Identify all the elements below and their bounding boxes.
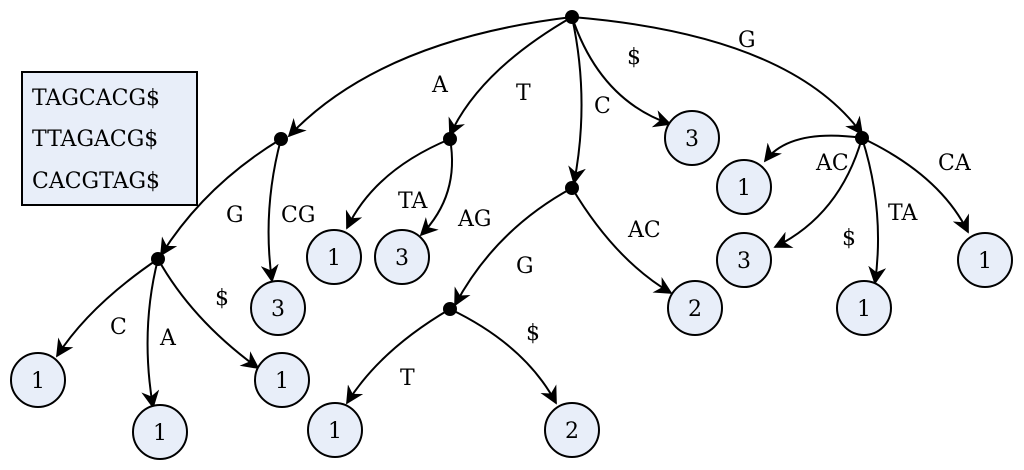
edge-label-c: C (594, 94, 611, 119)
edge-label-g-ta: TA (888, 201, 918, 226)
leaf-label: 1 (153, 421, 167, 446)
edge-label-c-g: G (516, 254, 534, 279)
edge-cg-t (346, 308, 451, 405)
legend-string-1: TAGCACG$ (32, 86, 160, 111)
legend-box (21, 71, 198, 206)
leaf-label: 3 (685, 127, 699, 152)
edge-t-ta (345, 138, 451, 230)
root-node (565, 10, 579, 24)
edge-c-ac (571, 187, 673, 294)
edge-label-ag-c: C (110, 315, 127, 340)
leaf-ag-dollar: 1 (254, 352, 310, 408)
leaf-g-dollar: 1 (836, 280, 892, 336)
edge-label-a-g: G (226, 203, 244, 228)
leaf-label: 1 (857, 297, 871, 322)
leaf-c-ac: 2 (667, 280, 723, 336)
leaf-label: 3 (395, 246, 409, 271)
edge-root-g (571, 16, 864, 136)
edge-g-ac-1 (763, 134, 863, 163)
internal-nodes (151, 10, 869, 316)
edge-ag-c (56, 258, 159, 358)
node-c (565, 181, 579, 195)
leaf-ag-c: 1 (10, 352, 66, 408)
edge-root-dollar (571, 16, 672, 128)
node-ag (151, 252, 165, 266)
leaf-g-ta: 1 (957, 232, 1013, 288)
edge-g-ta (861, 137, 969, 234)
edge-a-g (160, 138, 282, 257)
edge-label-t-ag: AG (457, 207, 491, 232)
leaf-label: 1 (31, 369, 45, 394)
edge-label-cg-dollar: $ (526, 321, 540, 346)
edge-label-dollar: $ (627, 45, 641, 70)
leaf-cg-t: 1 (307, 402, 363, 458)
edge-label-t-ta: TA (398, 189, 428, 214)
leaf-nodes: 3 3 1 1 1 1 3 2 (10, 110, 1013, 460)
edge-root-t (448, 16, 573, 137)
leaf-label: 3 (271, 297, 285, 322)
leaf-t-ag: 3 (374, 229, 430, 285)
edge-cg-dollar (449, 308, 557, 405)
legend-string-2: TTAGACG$ (32, 127, 158, 152)
edge-ag-dollar (157, 258, 260, 370)
leaf-label: 3 (737, 249, 751, 274)
leaf-root-dollar: 3 (664, 110, 720, 166)
leaf-g-ac-1: 1 (716, 159, 772, 215)
edge-label-g: G (738, 28, 756, 53)
edge-label-g-ac-1: AC (815, 151, 849, 176)
node-g (855, 131, 869, 145)
edge-label-t: T (516, 81, 531, 106)
edge-label-g-dollar: $ (842, 226, 856, 251)
edge-t-ag (419, 138, 454, 237)
leaf-label: 2 (688, 297, 702, 322)
edge-a-cg (260, 138, 282, 283)
legend-string-3: CACGTAG$ (32, 169, 160, 194)
node-cg (443, 302, 457, 316)
tree-edges (56, 16, 969, 409)
leaf-label: 1 (275, 369, 289, 394)
edge-label-g-ca: CA (938, 151, 972, 176)
edge-g-dollar (861, 137, 887, 285)
edge-g-ac-3 (773, 137, 863, 248)
edge-labels: A T C $ G G CG C A $ TA AG G AC T $ AC $… (110, 28, 972, 391)
leaf-label: 2 (565, 419, 579, 444)
leaf-g-ac-3: 3 (716, 232, 772, 288)
leaf-cg-dollar: 2 (544, 402, 600, 458)
node-a (274, 132, 288, 146)
edge-label-cg-t: T (400, 366, 415, 391)
edge-label-a: A (431, 73, 449, 98)
leaf-label: 1 (328, 419, 342, 444)
leaf-label: 1 (737, 176, 751, 201)
leaf-a-cg: 3 (250, 280, 306, 336)
edge-ag-a (141, 258, 160, 409)
leaf-ag-a: 1 (132, 404, 188, 460)
edge-root-a (287, 16, 573, 138)
edge-c-g (454, 187, 573, 307)
leaf-label: 1 (978, 249, 992, 274)
strings-legend: TAGCACG$ TTAGACG$ CACGTAG$ (21, 71, 198, 206)
edge-label-ag-a: A (159, 326, 177, 351)
node-t (443, 132, 457, 146)
leaf-label: 1 (327, 246, 341, 271)
edge-label-a-cg: CG (281, 203, 315, 228)
leaf-t-ta: 1 (306, 229, 362, 285)
edge-label-c-ac: AC (627, 218, 661, 243)
edge-root-c (568, 16, 586, 185)
edge-label-ag-dollar: $ (215, 286, 229, 311)
